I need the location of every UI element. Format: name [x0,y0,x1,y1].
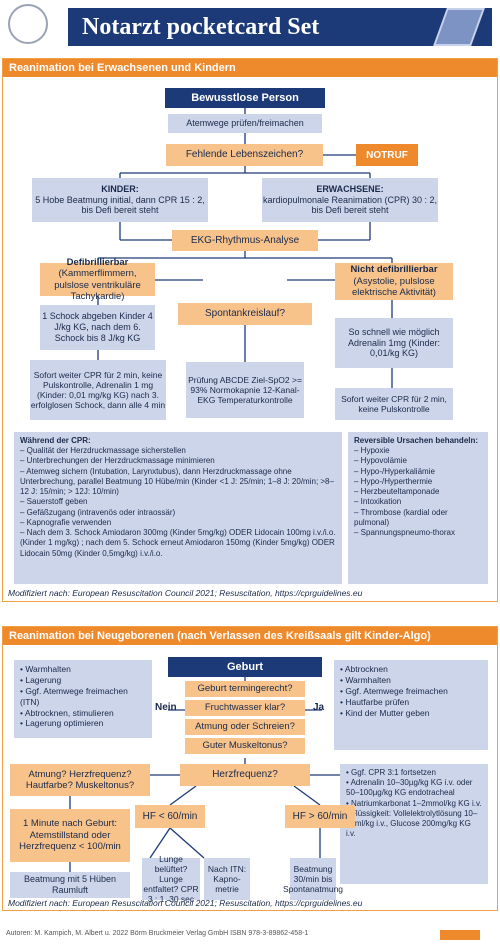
section-adult-child-frame [2,58,498,602]
adrenaline-box: So schnell wie möglich Adrenalin 1mg (Ki… [335,318,453,368]
during-cpr-list: Während der CPR: – Qualität der Herzdruc… [14,432,342,584]
during-cpr-item: – Qualität der Herzdruckmassage sicherst… [20,446,186,456]
no-label: Nein [155,702,177,713]
reversible-cause-item: – Intoxikation [354,497,402,507]
section-heading-adult-child: Reanimation bei Erwachsenen und Kindern [3,59,497,77]
newborn-question: Geburt termingerecht? [185,681,305,697]
source-note-adult-child: Modifiziert nach: European Resuscitation… [8,588,363,598]
medication-item: • Natriumkarbonat 1–2mmol/kg KG i.v. [346,798,482,808]
left-measure-item: • Lagerung optimieren [20,718,104,729]
shockable-text: (Kammerflimmern, pulslose ventrikuläre T… [54,268,141,302]
section-heading-newborn: Reanimation bei Neugeborenen (nach Verla… [3,627,497,645]
left-measure-item: • Lagerung [20,674,62,685]
non-shockable-title: Nicht defibrillierbar [350,264,438,276]
footer-orange-bar [440,930,480,940]
during-cpr-item: – Sauerstoff geben [20,497,88,507]
reversible-causes-heading: Reversible Ursachen behandeln: [354,436,479,445]
hole-punch-circle [8,4,48,44]
adults-cpr-box: ERWACHSENE: kardiopulmonale Reanimation … [262,178,438,222]
newborn-assessment-question: Atmung? Herzfrequenz? Hautfarbe? Muskelt… [10,764,150,796]
reversible-cause-item: – Hypo-/Hyperkaliämie [354,466,435,476]
hr-below-60-box: HF < 60/min [135,805,205,828]
reversible-cause-item: – Spannungspneumo-thorax [354,528,455,538]
reversible-cause-item: – Hypovolämie [354,456,407,466]
newborn-question: Fruchtwasser klar? [185,700,305,716]
left-measure-item: • Abtrocknen, stimulieren [20,707,114,718]
right-measure-item: • Hautfarbe prüfen [340,696,410,707]
during-cpr-heading: Während der CPR: [20,436,91,445]
during-cpr-item: – Gefäßzugang (intravenös oder intraossä… [20,507,176,517]
adults-text: kardiopulmonale Reanimation (CPR) 30 : 2… [262,194,438,216]
during-cpr-item: – Atemweg sichern (Intubation, Larynxtub… [20,466,334,497]
page-title: Notarzt pocketcard Set [68,8,492,46]
unconscious-person-box: Bewusstlose Person [165,88,325,108]
hr-above-60-box: HF > 60/min [285,805,355,828]
right-measure-item: • Ggf. Atemwege freimachen [340,685,448,696]
continue-cpr-left-box: Sofort weiter CPR für 2 min, keine Pulsk… [30,360,166,420]
medication-item: • Ggf. CPR 3:1 fortsetzen [346,768,436,777]
newborn-question: Guter Muskeltonus? [185,738,305,754]
check-airway-box: Atemwege prüfen/freimachen [168,114,322,133]
shockable-box: Defibrillierbar (Kammerflimmern, pulslos… [40,257,155,302]
medication-item: • Adrenalin 10–30µg/kg KG i.v. oder 50–1… [346,778,473,798]
adults-title: ERWACHSENE: [316,183,384,194]
one-minute-after-birth-box: 1 Minute nach Geburt: Atemstillstand ode… [10,809,130,862]
lungs-ventilated-box: Lunge belüftet? Lunge entfaltet? CPR 3 :… [142,853,200,905]
reversible-cause-item: – Hypoxie [354,446,390,456]
right-measure-item: • Abtrocknen [340,664,388,674]
spontaneous-circulation-question: Spontankreislauf? [178,303,312,325]
abcde-check-box: Prüfung ABCDE Ziel-SpO2 >= 93% Normokapn… [186,362,304,418]
children-title: KINDER: [101,183,139,194]
ventilation-30-box: Beatmung 30/min bis Spontanatmung [283,858,343,900]
newborn-question: Atmung oder Schreien? [185,719,305,735]
children-text: 5 Hobe Beatmung initial, dann CPR 15 : 2… [35,194,205,216]
authors-footer: Autoren: M. Kampich, M. Albert u. 2022 B… [6,930,309,937]
ventilation-5-breaths-box: Beatmung mit 5 Hüben Raumluft [10,872,130,898]
children-cpr-box: KINDER: 5 Hobe Beatmung initial, dann CP… [32,178,208,222]
during-cpr-item: – Kapnografie verwenden [20,517,112,527]
continue-cpr-right-box: Sofort weiter CPR für 2 min, keine Pulsk… [335,388,453,420]
non-shockable-box: Nicht defibrillierbar (Asystolie, pulslo… [335,263,453,300]
during-cpr-item: – Nach dem 3. Schock Amiodaron 300mg (Ki… [20,528,336,558]
left-measure-item: • Ggf. Atemwege freimachen (ITN) [20,685,128,707]
newborn-right-measures: • Abtrocknen • Warmhalten • Ggf. Atemweg… [334,660,488,750]
right-measure-item: • Warmhalten [340,674,391,685]
source-note-newborn: Modifiziert nach: European Resuscitation… [8,898,363,908]
newborn-left-measures: • Warmhalten • Lagerung • Ggf. Atemwege … [14,660,152,738]
non-shockable-text: (Asystolie, pulslose elektrische Aktivit… [352,275,436,299]
birth-box: Geburt [168,657,322,677]
reversible-causes-list: Reversible Ursachen behandeln: – Hypoxie… [348,432,488,584]
reversible-cause-item: – Hypo-/Hyperthermie [354,476,433,486]
during-cpr-item: – Unterbrechungen der Herzdruckmassage m… [20,456,215,466]
left-measure-item: • Warmhalten [20,664,71,674]
capnometry-box: Nach ITN: Kapno-metrie [204,858,250,900]
medication-item: • Flüssigkeit: Vollelektrolytlösung 10–2… [346,808,478,839]
reversible-cause-item: – Herzbeuteltamponade [354,487,440,497]
emergency-call-box: NOTRUF [356,144,418,166]
yes-label: Ja [313,702,325,713]
ecg-rhythm-analysis-box: EKG-Rhythmus-Analyse [172,230,318,251]
heart-rate-question: Herzfrequenz? [180,764,310,786]
reversible-cause-item: – Thrombose (kardial oder pulmonal) [354,507,448,527]
section-newborn-frame [2,626,498,911]
newborn-medication-list: • Ggf. CPR 3:1 fortsetzen • Adrenalin 10… [340,764,488,884]
signs-of-life-question: Fehlende Lebenszeichen? [166,144,323,166]
shockable-title: Defibrillierbar [66,256,129,268]
shock-delivery-box: 1 Schock abgeben Kinder 4 J/kg KG, nach … [40,305,155,350]
right-measure-item: • Kind der Mutter geben [340,707,430,718]
